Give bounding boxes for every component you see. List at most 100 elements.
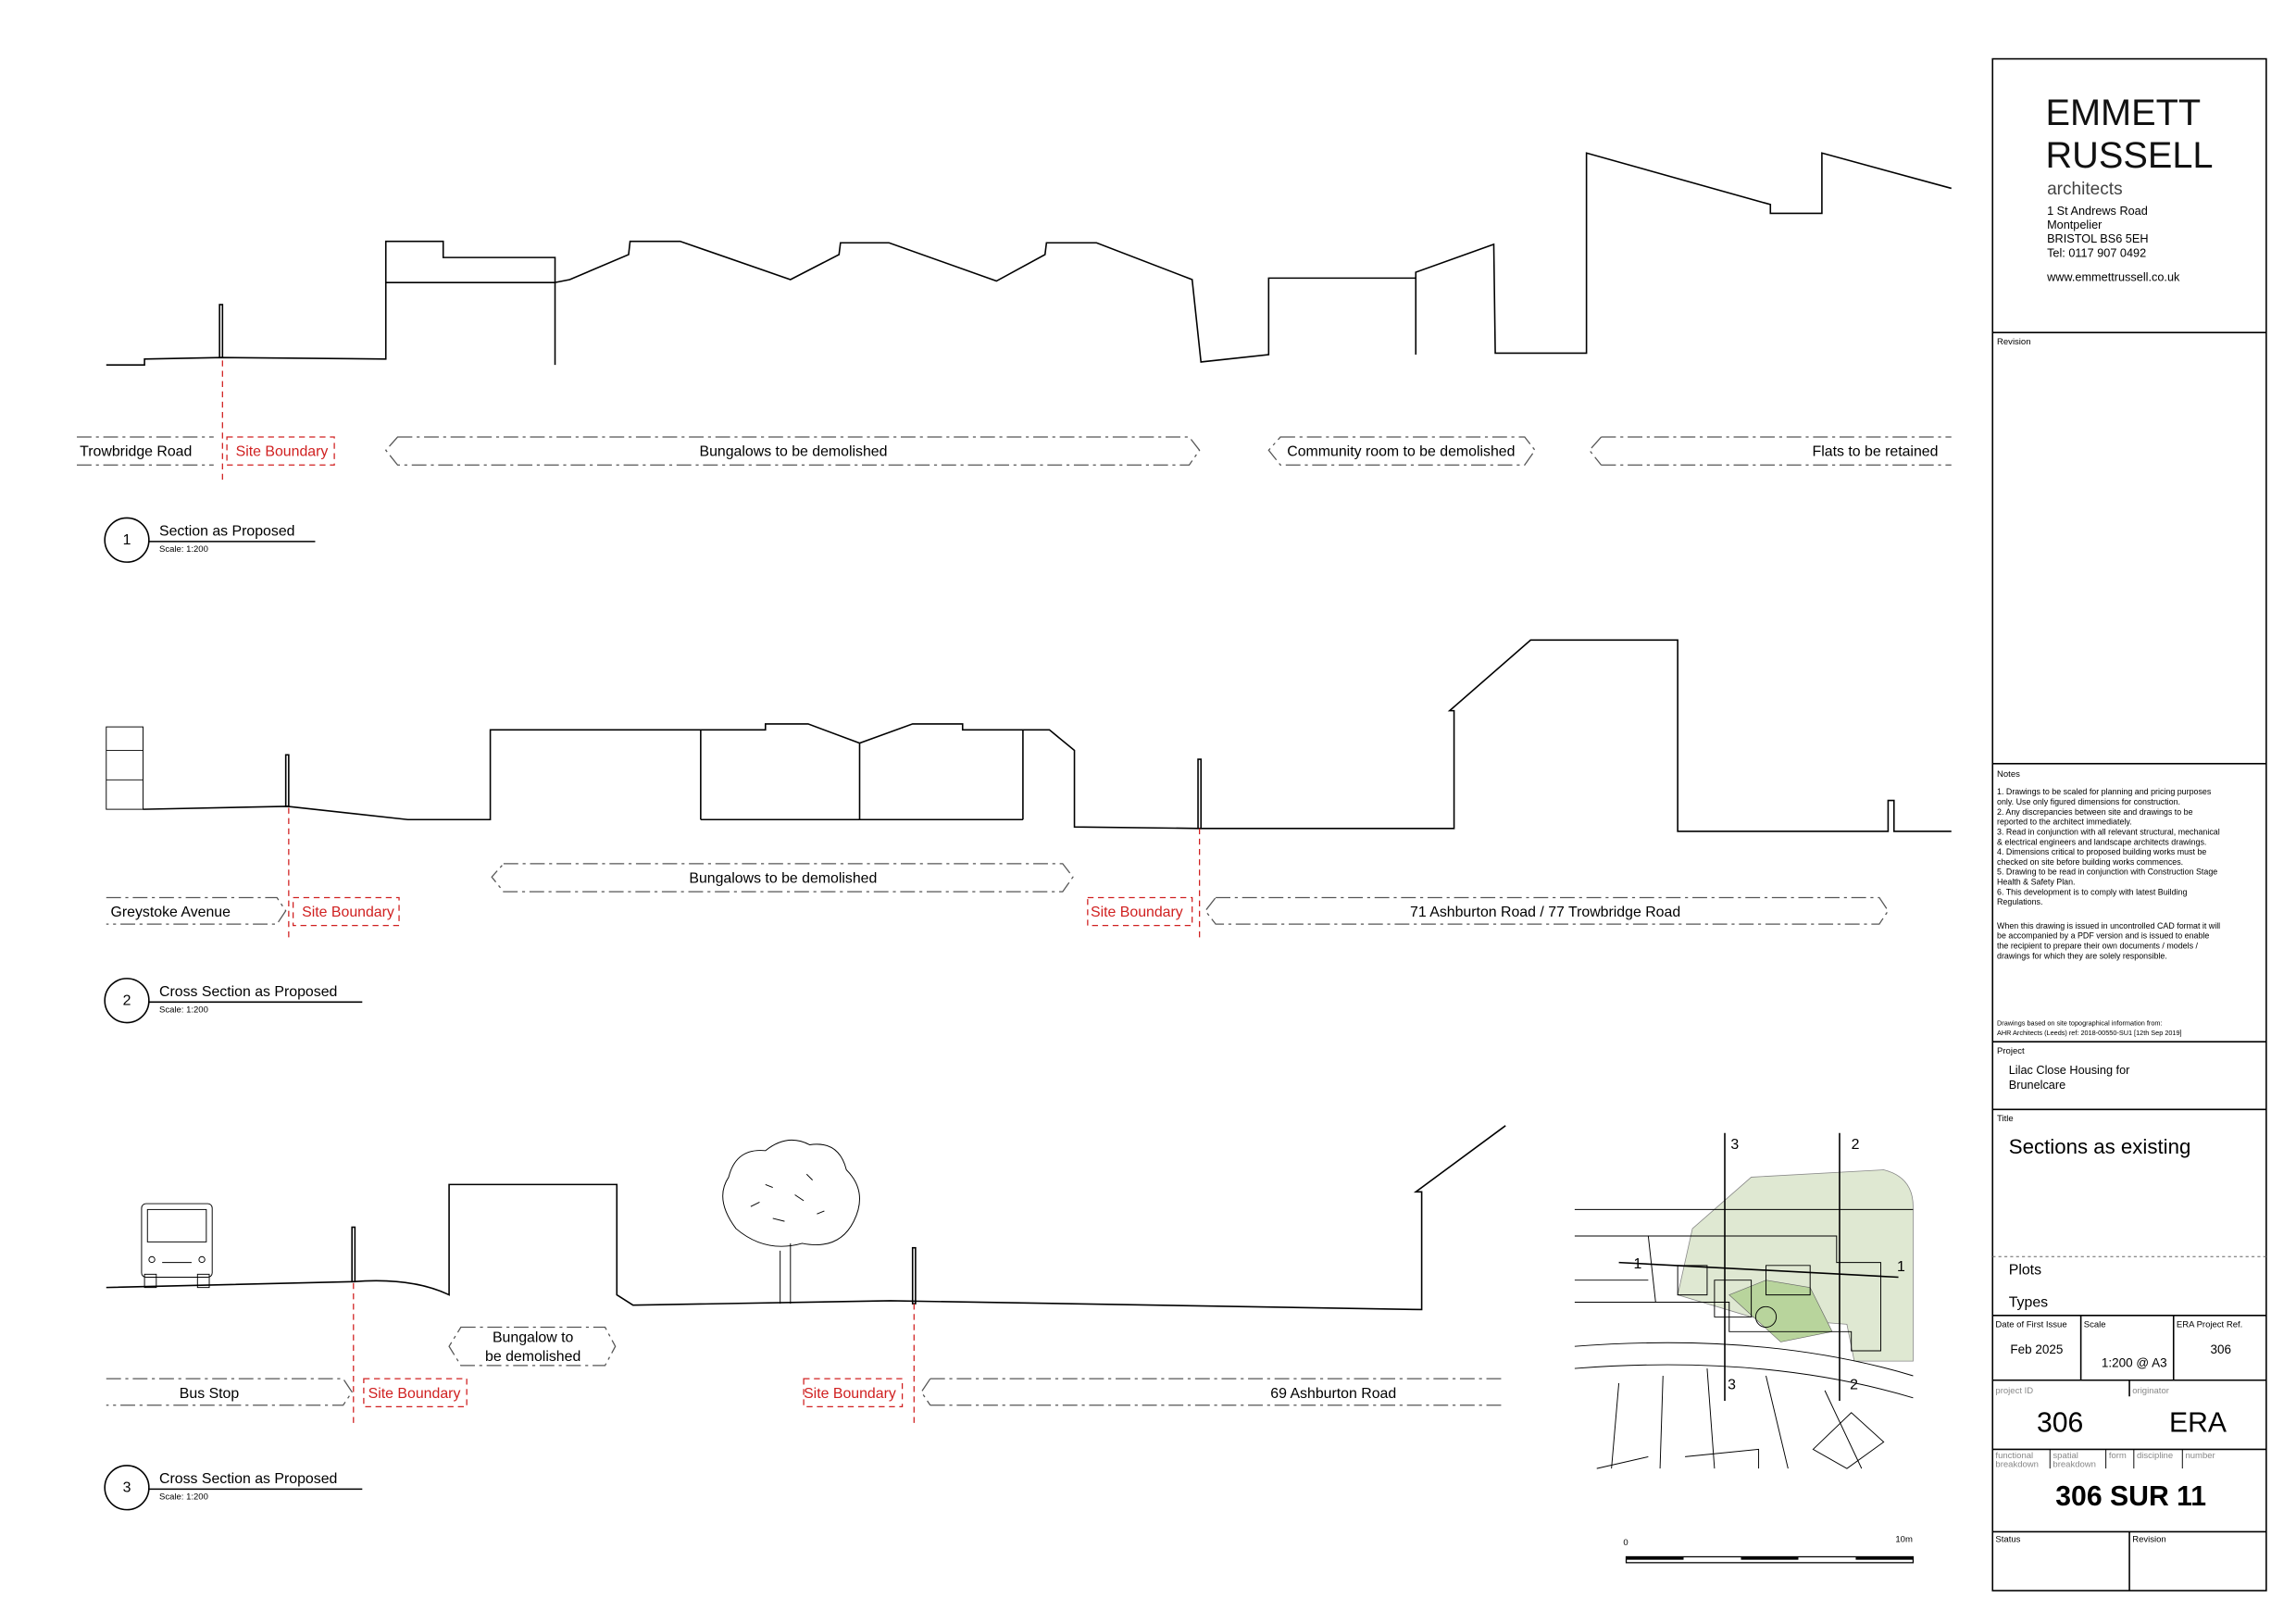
drawing-linework: [1267, 436, 1536, 466]
section-number: 2: [123, 993, 131, 1008]
date-value: Feb 2025: [2010, 1342, 2063, 1356]
boundary-post: [1197, 758, 1203, 830]
drawing-linework: [1855, 1556, 1914, 1560]
drawing-linework: [104, 978, 150, 1024]
drawing-linework: [722, 1139, 860, 1247]
drawing-number: 306 SUR 11: [2055, 1481, 2206, 1512]
drawing-linework: [144, 1273, 157, 1289]
bus-icon: [141, 1203, 213, 1289]
label-site-boundary: Site Boundary: [804, 1386, 896, 1402]
drawing-text: Regulations.: [1997, 897, 2042, 906]
drawing-text: 1 St Andrews Road: [2047, 204, 2148, 218]
originator-label: originator: [2132, 1386, 2170, 1396]
drawing-text: only. Use only figured dimensions for co…: [1997, 797, 2180, 806]
label-be-demolished: be demolished: [485, 1349, 580, 1365]
drawing-text: 6. This development is to comply with la…: [1997, 887, 2187, 896]
section-3: Bus Stop Site Boundary Bungalow to be de…: [104, 1125, 1506, 1511]
drawing-linework: [920, 1378, 1506, 1406]
label-greystoke-avenue: Greystoke Avenue: [111, 905, 231, 920]
tree-icon: [722, 1139, 860, 1305]
form-label: form: [2109, 1451, 2127, 1461]
scale-bar-start: 0: [1623, 1538, 1628, 1548]
drawing-text: 3. Read in conjunction with all relevant…: [1997, 827, 2220, 836]
drawing-linework: [1618, 1261, 1899, 1279]
notes-label: Notes: [1997, 769, 2020, 780]
drawing-linework: [106, 1378, 353, 1406]
boundary-post: [351, 1226, 356, 1283]
project-client: Brunelcare: [2009, 1078, 2065, 1092]
scale-bar: 0 10m: [1623, 1535, 1915, 1564]
spatial-sub-label: breakdown: [2053, 1460, 2096, 1470]
label-site-boundary: Site Boundary: [1091, 905, 1183, 920]
notes: 1. Drawings to be scaled for planning an…: [1997, 787, 2220, 1037]
firm-logo: EMMETT RUSSELL architects: [2045, 93, 2213, 199]
label-ashburton-trowbridge: 71 Ashburton Road / 77 Trowbridge Road: [1410, 905, 1680, 920]
drawing-text: RUSSELL: [2045, 135, 2213, 176]
drawing-linework: [106, 896, 287, 925]
ref-value: 306: [2210, 1342, 2231, 1356]
boundary-post: [218, 304, 224, 358]
drawing-text: EMMETT: [2045, 93, 2201, 133]
title-label: Title: [1997, 1114, 2014, 1124]
key-plan: 3 2 1 1 3 2 0 10m: [1574, 1132, 1915, 1564]
functional-label: functional: [1995, 1451, 2033, 1461]
drawing-linework: [146, 1208, 207, 1242]
drawing-linework: [448, 1326, 617, 1367]
ref-label: ERA Project Ref.: [2177, 1320, 2242, 1330]
label-69-ashburton-road: 69 Ashburton Road: [1270, 1386, 1396, 1402]
label-site-boundary: Site Boundary: [368, 1386, 461, 1402]
bus-icon: [106, 726, 144, 810]
spatial-label: spatial: [2053, 1451, 2078, 1461]
drawing-linework: [2049, 1449, 2183, 1469]
functional-sub-label: breakdown: [1995, 1460, 2039, 1470]
drawing-linework: [76, 436, 214, 466]
section-3-profile: [106, 1125, 1506, 1311]
key-plan-marker: 3: [1730, 1137, 1739, 1153]
drawing-linework: [1204, 896, 1890, 925]
section-title: Section as Proposed: [159, 524, 294, 540]
key-plan-marker: 2: [1850, 1377, 1858, 1392]
drawing-linework: [106, 726, 144, 810]
plots-label: Plots: [2009, 1262, 2041, 1278]
firm-address: 1 St Andrews Road Montpelier BRISTOL BS6…: [2046, 204, 2180, 284]
status-label: Status: [1995, 1535, 2020, 1545]
section-scale: Scale: 1:200: [159, 544, 208, 555]
key-plan-marker: 1: [1897, 1259, 1905, 1275]
drawing-text: Montpelier: [2047, 218, 2103, 231]
drawing-text: 5. Drawing to be read in conjunction wit…: [1997, 868, 2217, 877]
section-2: Greystoke Avenue Site Boundary Bungalows…: [104, 639, 1952, 1024]
section-title: Cross Section as Proposed: [159, 984, 337, 1000]
label-site-boundary: Site Boundary: [236, 444, 329, 460]
section-number: 1: [123, 532, 131, 548]
section-scale: Scale: 1:200: [159, 1005, 208, 1015]
section-number: 3: [123, 1480, 131, 1496]
drawing-linework: [104, 1465, 150, 1511]
section-scale: Scale: 1:200: [159, 1492, 208, 1502]
project-name: Lilac Close Housing for: [2009, 1063, 2130, 1077]
scale-bar-end: 10m: [1895, 1535, 1913, 1545]
label-site-boundary: Site Boundary: [302, 905, 394, 920]
title-block: EMMETT RUSSELL architects 1 St Andrews R…: [1991, 57, 2267, 1592]
drawing-linework: [141, 1203, 213, 1278]
drawing-text: When this drawing is issued in uncontrol…: [1997, 921, 2220, 930]
revision-label: Revision: [2132, 1535, 2166, 1545]
label-bungalow-to: Bungalow to: [493, 1330, 574, 1345]
drawing-linework: [1741, 1556, 1799, 1560]
label-bus-stop: Bus Stop: [180, 1386, 240, 1402]
firm-website[interactable]: www.emmettrussell.co.uk: [2046, 270, 2180, 284]
drawing-text: the recipient to prepare their own docum…: [1997, 941, 2198, 950]
date-label: Date of First Issue: [1995, 1320, 2066, 1330]
drawing-linework: [491, 863, 1074, 893]
drawing-linework: [226, 436, 335, 466]
drawing-linework: [803, 1378, 904, 1408]
key-plan-marker: 3: [1728, 1377, 1736, 1392]
drawing-linework: [292, 896, 400, 927]
drawing-text: & electrical engineers and landscape arc…: [1997, 837, 2206, 846]
label-trowbridge-road: Trowbridge Road: [80, 444, 192, 460]
label-bungalows-demolished: Bungalows to be demolished: [689, 871, 877, 887]
project-label: Project: [1997, 1046, 2025, 1056]
drawing-text: drawings for which they are solely respo…: [1997, 951, 2167, 960]
drawing-linework: [384, 436, 1201, 466]
drawing-linework: [363, 1378, 468, 1408]
